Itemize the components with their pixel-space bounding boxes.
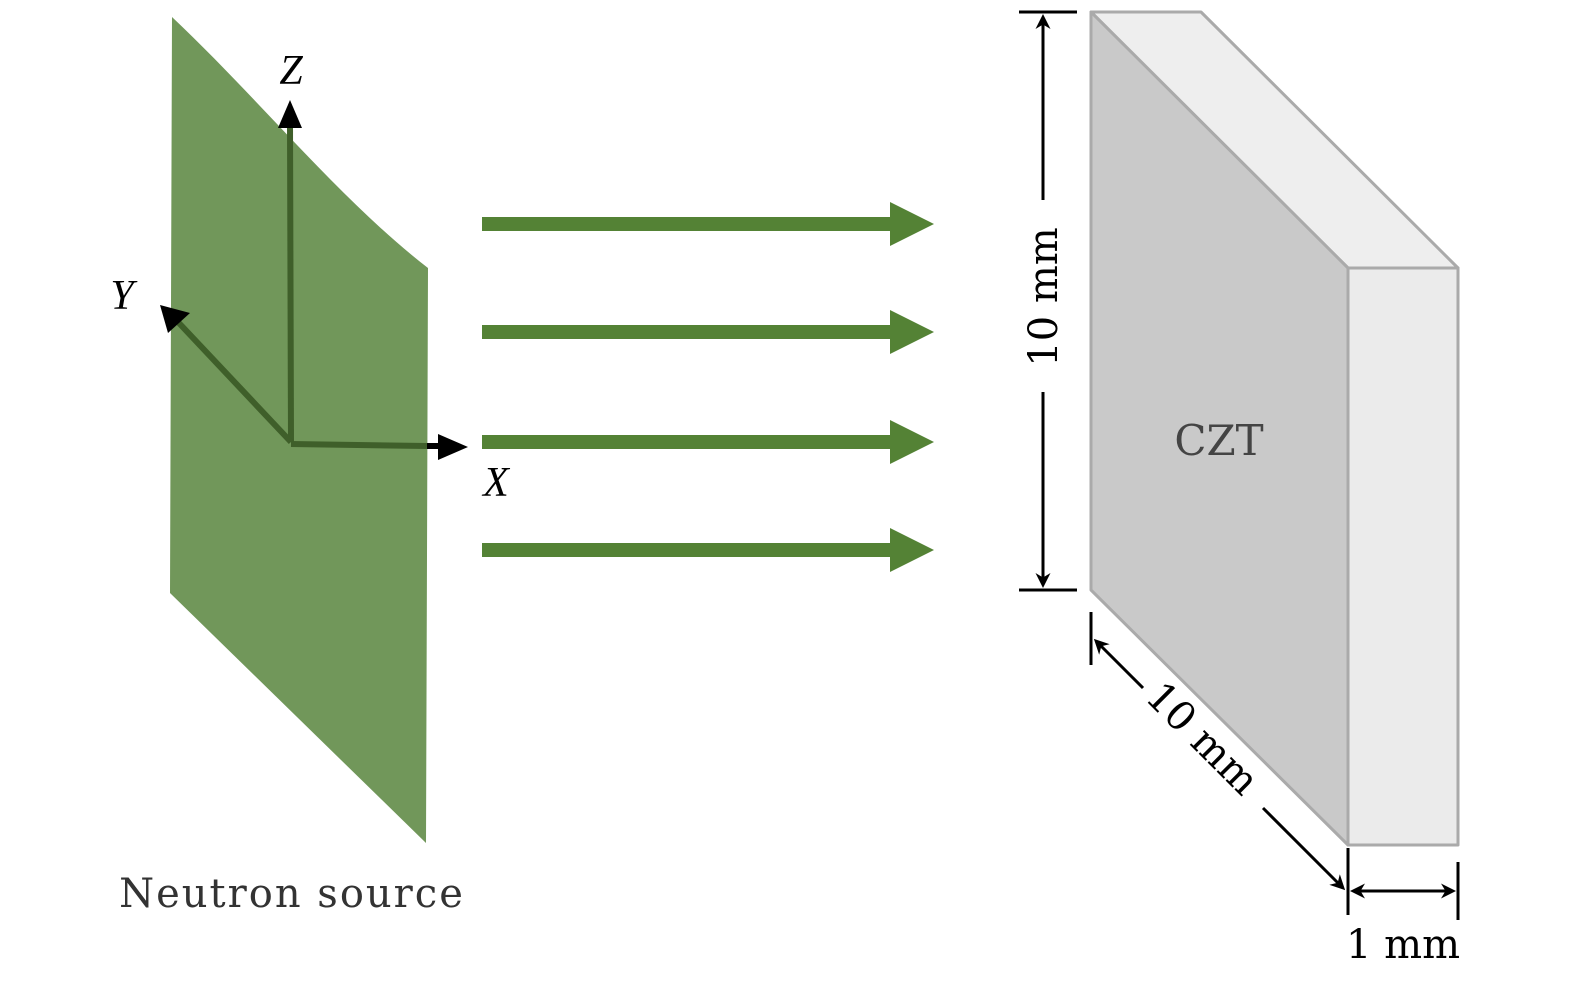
neutron-source-plane: [170, 17, 428, 843]
czt-detector: [1089, 10, 1460, 847]
x-arrowhead-icon: [438, 434, 468, 460]
x-axis-label: X: [481, 460, 511, 506]
thickness-label: 1 mm: [1346, 922, 1460, 968]
z-axis-label: Z: [279, 48, 303, 94]
y-axis: [175, 319, 294, 445]
x-axis: [290, 441, 428, 449]
z-axis: [287, 124, 294, 443]
z-arrowhead-icon: [278, 100, 302, 128]
y-axis-label: Y: [110, 273, 138, 319]
neutron-source-label: Neutron source: [119, 871, 465, 917]
thickness-dimension: [1350, 862, 1460, 920]
czt-side-face: [1346, 266, 1460, 847]
beam-arrow: [482, 528, 934, 572]
czt-front-face: [1089, 10, 1350, 847]
height-dimension: [1019, 10, 1077, 592]
width-dimension: [1089, 612, 1350, 915]
beam-arrow: [482, 310, 934, 354]
y-arrowhead-icon: [160, 305, 190, 333]
neutron-beam: [482, 202, 934, 572]
beam-arrow: [482, 420, 934, 464]
coordinate-axes: [160, 100, 468, 460]
beam-arrow: [482, 202, 934, 246]
czt-label: CZT: [1174, 416, 1263, 465]
height-label: 10 mm: [1021, 227, 1067, 366]
